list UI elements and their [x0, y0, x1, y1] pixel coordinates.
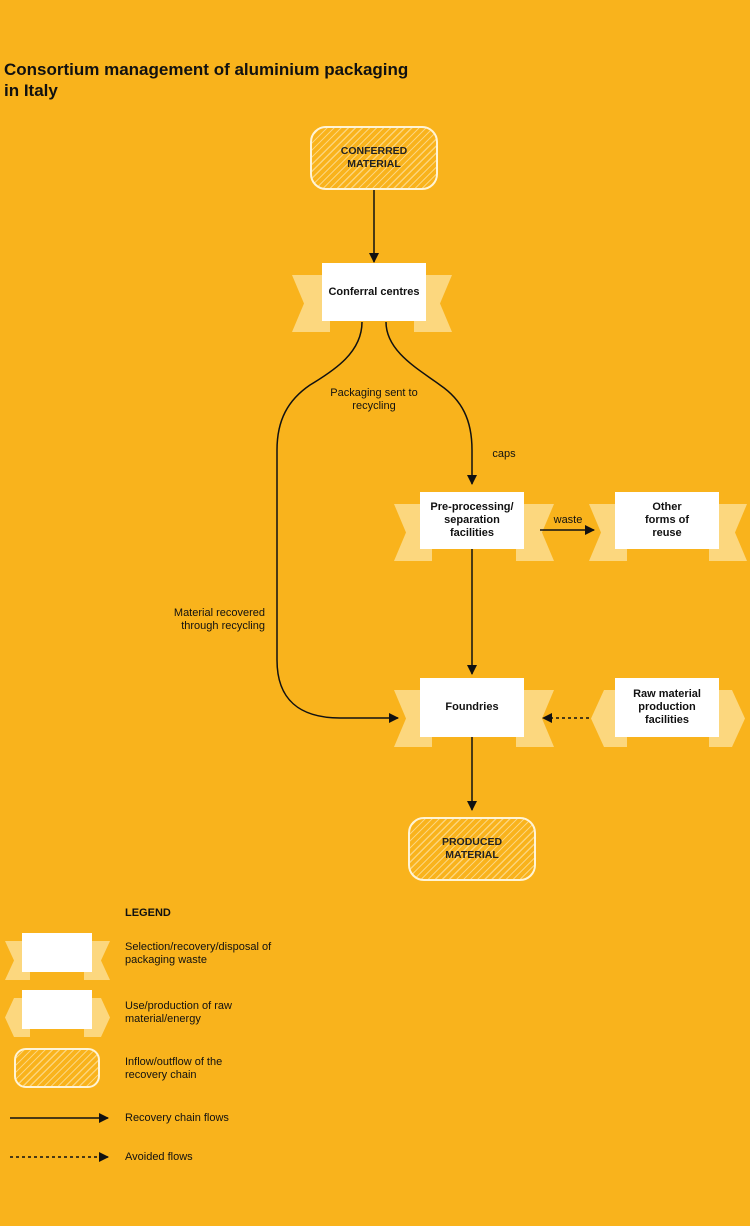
legend-text-avoided-flows: Avoided flows [125, 1151, 193, 1163]
node-conferred-material-label: CONFERRED MATERIAL [340, 145, 408, 170]
node-conferral-centres: Conferral centres [322, 263, 426, 321]
legend-pill-inflow [14, 1048, 100, 1088]
flow-material-recovered [276, 321, 399, 723]
legend-title: LEGEND [125, 907, 171, 919]
page-title: Consortium management of aluminium packa… [4, 60, 409, 100]
node-produced-material: PRODUCED MATERIAL [408, 817, 536, 881]
node-raw-material: Raw material production facilities [615, 678, 719, 737]
label-waste: waste [553, 514, 583, 526]
node-conferred-material: CONFERRED MATERIAL [310, 126, 438, 190]
node-produced-material-label: PRODUCED MATERIAL [441, 836, 503, 861]
node-other-reuse: Other forms of reuse [615, 492, 719, 549]
legend-text-selection: Selection/recovery/disposal of packaging… [125, 941, 272, 966]
label-packaging: Packaging sent to recycling [330, 387, 418, 412]
ribbon-conferral-centres [292, 275, 330, 332]
node-foundries: Foundries [420, 678, 524, 737]
legend-text-use: Use/production of raw material/energy [125, 1000, 232, 1025]
node-preprocessing: Pre-processing/ separation facilities [420, 492, 524, 549]
label-material-recovered: Material recovered through recycling [173, 607, 265, 632]
label-caps: caps [492, 448, 516, 460]
legend-text-inflow: Inflow/outflow of the recovery chain [125, 1056, 223, 1081]
legend-text-recovery-flows: Recovery chain flows [125, 1112, 229, 1124]
legend-box-use [22, 990, 92, 1029]
flow-lines [10, 190, 595, 1162]
flow-packaging-to-preprocessing [385, 321, 477, 485]
legend-box-selection [22, 933, 92, 972]
